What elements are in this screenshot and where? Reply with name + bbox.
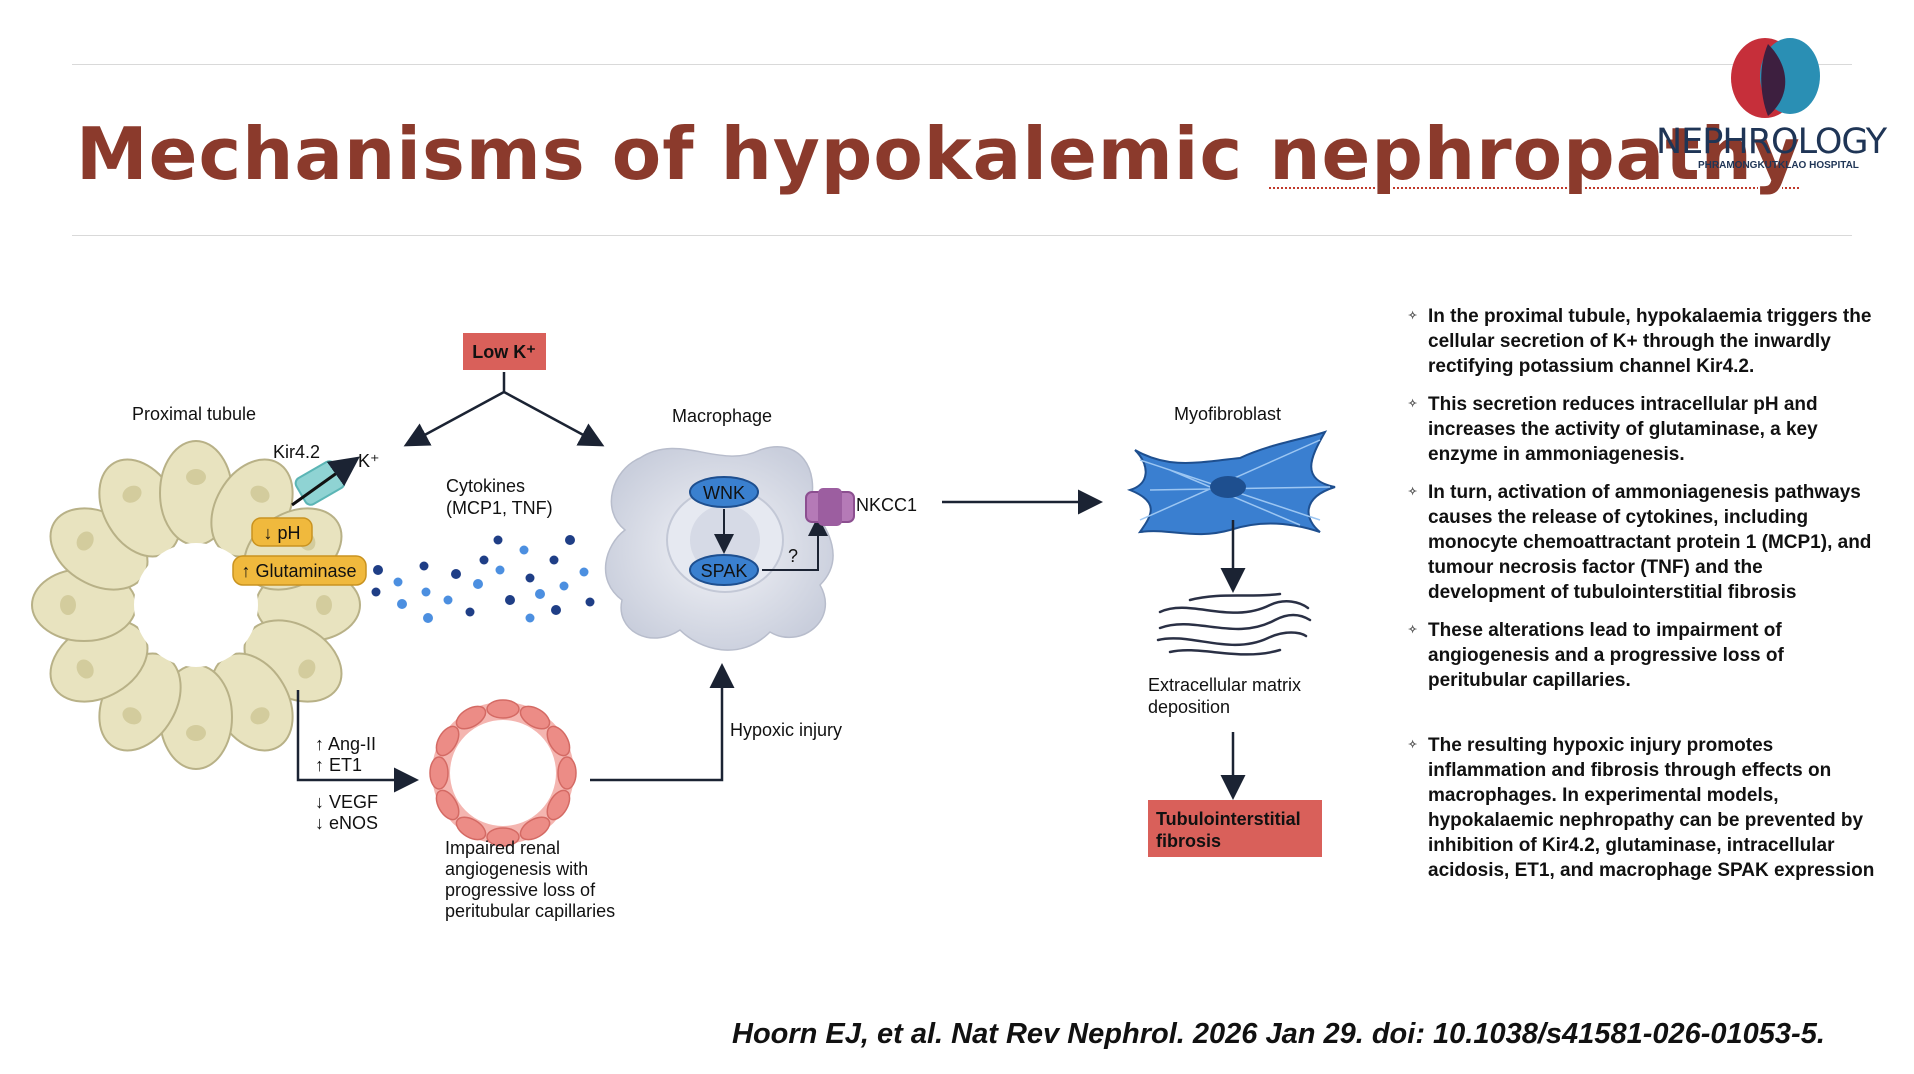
ecm-label-2: deposition [1148,697,1230,717]
ecm-label-1: Extracellular matrix [1148,675,1301,695]
mechanism-diagram: Low K⁺ Proximal tubule Kir4.2 K⁺ ↓ pH ↑ … [31,333,1336,921]
ph-label: ↓ pH [263,523,300,543]
bullet-list: In the proximal tubule, hypokalaemia tri… [1408,304,1878,896]
proximal-tubule-label: Proximal tubule [132,404,256,424]
glutaminase-label: ↑ Glutaminase [241,561,356,581]
bullet-item: This secretion reduces intracellular pH … [1408,392,1878,467]
ang-label: ↑ Ang-II [315,734,376,754]
wnk-label: WNK [703,483,745,503]
citation: Hoorn EJ, et al. Nat Rev Nephrol. 2026 J… [732,1018,1825,1050]
nkcc1-icon [805,488,855,526]
fibrosis-box: Tubulointerstitial fibrosis [1148,800,1322,857]
title-text-underlined: nephropathy [1269,112,1801,196]
macrophage-label: Macrophage [672,406,772,426]
wnk-node: WNK [689,476,759,508]
bullet-item: These alterations lead to impairment of … [1408,618,1878,693]
spak-node: SPAK [689,554,759,586]
bullet-item: In turn, activation of ammoniagenesis pa… [1408,480,1878,605]
k-plus-label: K⁺ [358,451,380,471]
vegf-label: ↓ VEGF [315,792,378,812]
impaired-label-2: angiogenesis with [445,859,588,879]
logo-subtitle: PHRAMONGKUTKLAO HOSPITAL [1698,160,1859,171]
kir-channel-icon [291,456,360,507]
arrow-to-capillary [296,690,419,793]
myofibroblast-label: Myofibroblast [1174,404,1281,424]
question-mark: ? [788,546,798,566]
nephrology-logo-icon [1731,38,1820,118]
low-k-label: Low K⁺ [472,342,536,362]
cytokine-dots [371,535,595,623]
arrow-spak-nkcc1 [762,516,828,571]
cytokines-label-1: Cytokines [446,476,525,496]
kir-label: Kir4.2 [273,442,320,462]
glutaminase-badge: ↑ Glutaminase [232,555,367,586]
bullet-item: The resulting hypoxic injury promotes in… [1408,733,1878,883]
impaired-label-4: peritubular capillaries [445,901,615,921]
capillary-graphic [429,699,577,847]
title-divider [72,235,1852,236]
top-divider [72,64,1852,65]
hypoxic-label: Hypoxic injury [730,720,842,740]
page-title: Mechanisms of hypokalemic nephropathy [76,112,1801,196]
title-text: Mechanisms of hypokalemic [76,112,1270,196]
fibrosis-label-1: Tubulointerstitial [1156,809,1301,829]
nkcc1-label: NKCC1 [856,495,917,515]
arrow-to-macrophage [590,663,735,782]
proximal-tubule-graphic [31,440,361,770]
enos-label: ↓ eNOS [315,813,378,833]
myofibroblast-graphic [1126,430,1336,536]
arrow-to-tubule [403,390,505,447]
ecm-fibers-graphic [1156,592,1312,656]
impaired-label-3: progressive loss of [445,880,596,900]
impaired-label-1: Impaired renal [445,838,560,858]
spak-label: SPAK [701,561,748,581]
ph-badge: ↓ pH [251,517,313,547]
low-k-box: Low K⁺ [463,333,546,370]
cytokines-label-2: (MCP1, TNF) [446,498,553,518]
logo-name: NEPHROLOGY [1656,122,1887,162]
arrow-to-cytokines [503,390,605,447]
fibrosis-label-2: fibrosis [1156,831,1221,851]
bullet-item: In the proximal tubule, hypokalaemia tri… [1408,304,1878,379]
et1-label: ↑ ET1 [315,755,362,775]
